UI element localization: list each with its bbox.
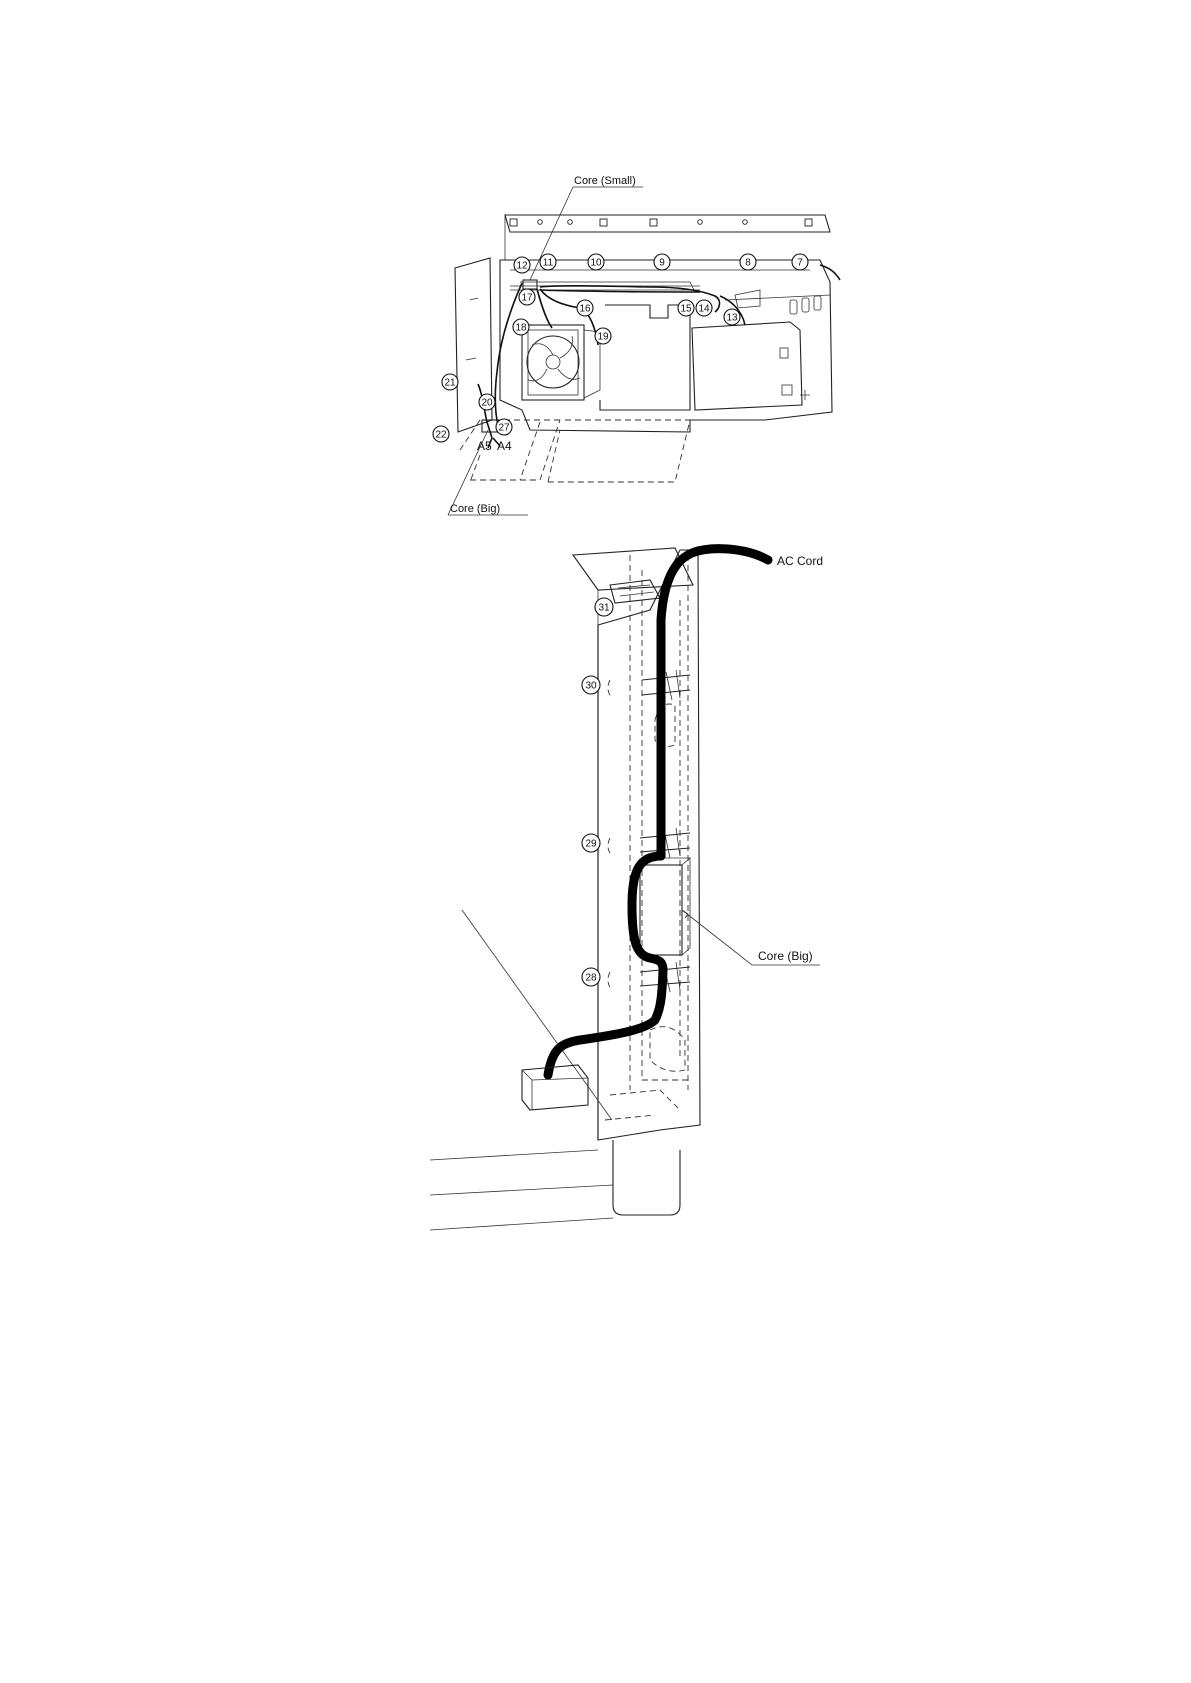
svg-text:27: 27	[498, 423, 510, 434]
callout-7: 7	[792, 254, 808, 270]
callout-30: 30	[582, 676, 600, 694]
callout-11: 11	[540, 254, 556, 270]
svg-text:8: 8	[745, 258, 751, 269]
callout-10: 10	[588, 254, 604, 270]
svg-text:9: 9	[659, 258, 665, 269]
clamp-30	[608, 670, 690, 700]
callout-21: 21	[442, 374, 458, 390]
callout-9: 9	[654, 254, 670, 270]
callout-29: 29	[582, 834, 600, 852]
callout-18: 18	[513, 319, 529, 335]
callout-27: 27	[496, 419, 512, 435]
side-panel-view	[430, 548, 820, 1230]
callout-16: 16	[577, 300, 593, 316]
svg-text:31: 31	[598, 603, 610, 614]
svg-text:22: 22	[435, 430, 447, 441]
ac-cord-label: AC Cord	[777, 554, 823, 568]
svg-text:20: 20	[481, 398, 493, 409]
callout-8: 8	[740, 254, 756, 270]
connector-label-a4: A4	[497, 439, 512, 453]
svg-text:30: 30	[585, 681, 597, 692]
core-small-label: Core (Small)	[574, 175, 636, 187]
svg-text:15: 15	[680, 304, 692, 315]
svg-text:10: 10	[590, 258, 602, 269]
svg-text:16: 16	[579, 304, 591, 315]
callout-14: 14	[696, 300, 712, 316]
svg-text:17: 17	[521, 293, 533, 304]
svg-text:13: 13	[726, 313, 738, 324]
svg-text:29: 29	[585, 839, 597, 850]
svg-text:12: 12	[516, 261, 528, 272]
core-big-label-bottom: Core (Big)	[758, 949, 813, 963]
callout-22: 22	[433, 426, 449, 442]
clamp-28	[608, 962, 690, 992]
clamp-31	[610, 580, 660, 603]
callout-12: 12	[514, 257, 530, 273]
svg-text:19: 19	[597, 332, 609, 343]
callout-15: 15	[678, 300, 694, 316]
callout-19: 19	[595, 328, 611, 344]
svg-text:18: 18	[515, 323, 527, 334]
svg-text:28: 28	[585, 973, 597, 984]
svg-text:11: 11	[543, 258, 554, 269]
core-big-label-top: Core (Big)	[450, 503, 500, 515]
callout-31: 31	[595, 598, 613, 616]
svg-text:14: 14	[698, 304, 710, 315]
callout-20: 20	[479, 394, 495, 410]
callout-13: 13	[724, 309, 740, 325]
svg-text:7: 7	[797, 258, 803, 269]
connector-label-a5: A5	[477, 439, 492, 453]
svg-text:21: 21	[444, 378, 456, 389]
callout-17: 17	[519, 289, 535, 305]
callout-28: 28	[582, 968, 600, 986]
top-chassis-view	[448, 187, 840, 515]
